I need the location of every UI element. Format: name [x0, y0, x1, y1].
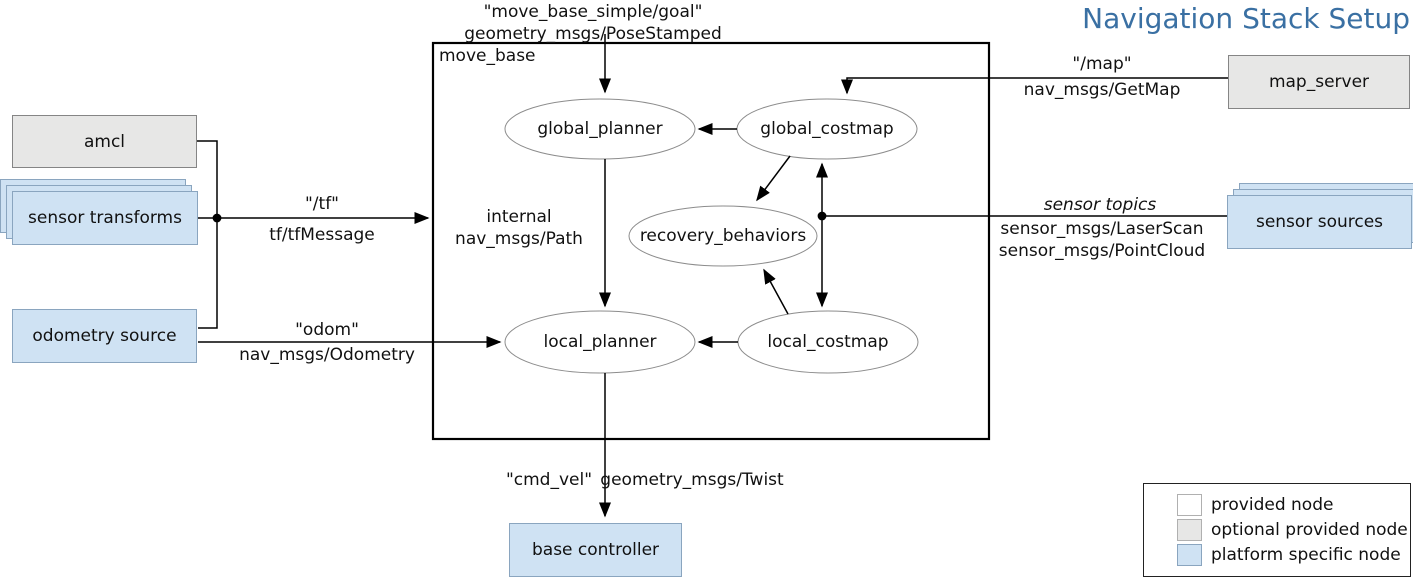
platform-node-swatch: [1177, 544, 1202, 566]
move-base-label: move_base: [439, 46, 536, 66]
recovery-behaviors-ellipse: [628, 205, 818, 267]
local-costmap-to-recovery-edge: [763, 268, 789, 315]
map-edge: [841, 77, 1228, 95]
cmd-vel-topic: "cmd_vel": [505, 470, 593, 490]
map-msg-type: nav_msgs/GetMap: [1023, 80, 1181, 100]
tf-junction-dot: [212, 213, 222, 223]
global-costmap-to-recovery-edge: [756, 155, 791, 202]
sensor-sources-label: sensor sources: [1255, 212, 1384, 232]
legend-row-optional: optional provided node: [1177, 519, 1410, 541]
goal-edge-label: "move_base_simple/goal" geometry_msgs/Po…: [464, 2, 722, 46]
sensor-msg-pointcloud: sensor_msgs/PointCloud: [998, 240, 1206, 261]
optional-node-label: optional provided node: [1211, 520, 1408, 540]
tf-topic: "/tf": [304, 194, 340, 214]
global-costmap-label: global_costmap: [760, 119, 894, 139]
optional-node-swatch: [1177, 519, 1202, 541]
sensor-topics-label: sensor topics: [1043, 195, 1157, 215]
sensor-topics-msg-types: sensor_msgs/LaserScan sensor_msgs/PointC…: [999, 219, 1205, 263]
internal-msg-type: nav_msgs/Path: [455, 228, 583, 249]
legend-row-provided: provided node: [1177, 494, 1410, 516]
cmd-vel-msg-type: geometry_msgs/Twist: [600, 470, 784, 490]
platform-node-label: platform specific node: [1211, 545, 1401, 565]
amcl-odometry-connector: [197, 140, 218, 329]
amcl-label: amcl: [83, 131, 126, 152]
local-planner-label: local_planner: [543, 332, 657, 352]
odom-msg-type: nav_msgs/Odometry: [239, 345, 415, 365]
node-sensor-transforms: sensor transforms: [12, 191, 198, 245]
move-base-box: [431, 41, 991, 441]
tf-msg-type: tf/tfMessage: [269, 225, 375, 245]
internal-label: internal: [486, 207, 552, 227]
goal-topic: "move_base_simple/goal": [483, 2, 703, 22]
odometry-source-label: odometry source: [32, 326, 177, 346]
sensor-junction-dot: [817, 211, 827, 221]
recovery-behaviors-label: recovery_behaviors: [639, 226, 807, 246]
node-base-controller: base controller: [509, 523, 682, 577]
map-server-label: map_server: [1268, 72, 1370, 92]
local-planner-ellipse: [504, 310, 696, 374]
node-sensor-sources: sensor sources: [1227, 195, 1412, 249]
internal-edge-label: internal nav_msgs/Path: [455, 207, 583, 251]
node-map-server: map_server: [1228, 55, 1410, 109]
map-topic: "/map": [1072, 54, 1132, 74]
goal-msg-type: geometry_msgs/PoseStamped: [464, 23, 722, 44]
sensor-transforms-label: sensor transforms: [28, 208, 182, 228]
legend-row-platform: platform specific node: [1177, 544, 1410, 566]
provided-node-label: provided node: [1211, 495, 1334, 515]
node-amcl: amcl: [12, 115, 197, 168]
local-costmap-label: local_costmap: [767, 332, 889, 352]
base-controller-label: base controller: [531, 540, 660, 560]
odom-topic: "odom": [295, 320, 359, 340]
sensor-msg-laserscan: sensor_msgs/LaserScan: [1000, 219, 1204, 239]
page-title: Navigation Stack Setup: [1082, 2, 1410, 35]
global-planner-label: global_planner: [537, 119, 663, 139]
global-planner-ellipse: [504, 98, 696, 160]
node-odometry-source: odometry source: [12, 309, 197, 363]
provided-node-swatch: [1177, 494, 1202, 516]
legend: provided node optional provided node pla…: [1143, 483, 1411, 577]
